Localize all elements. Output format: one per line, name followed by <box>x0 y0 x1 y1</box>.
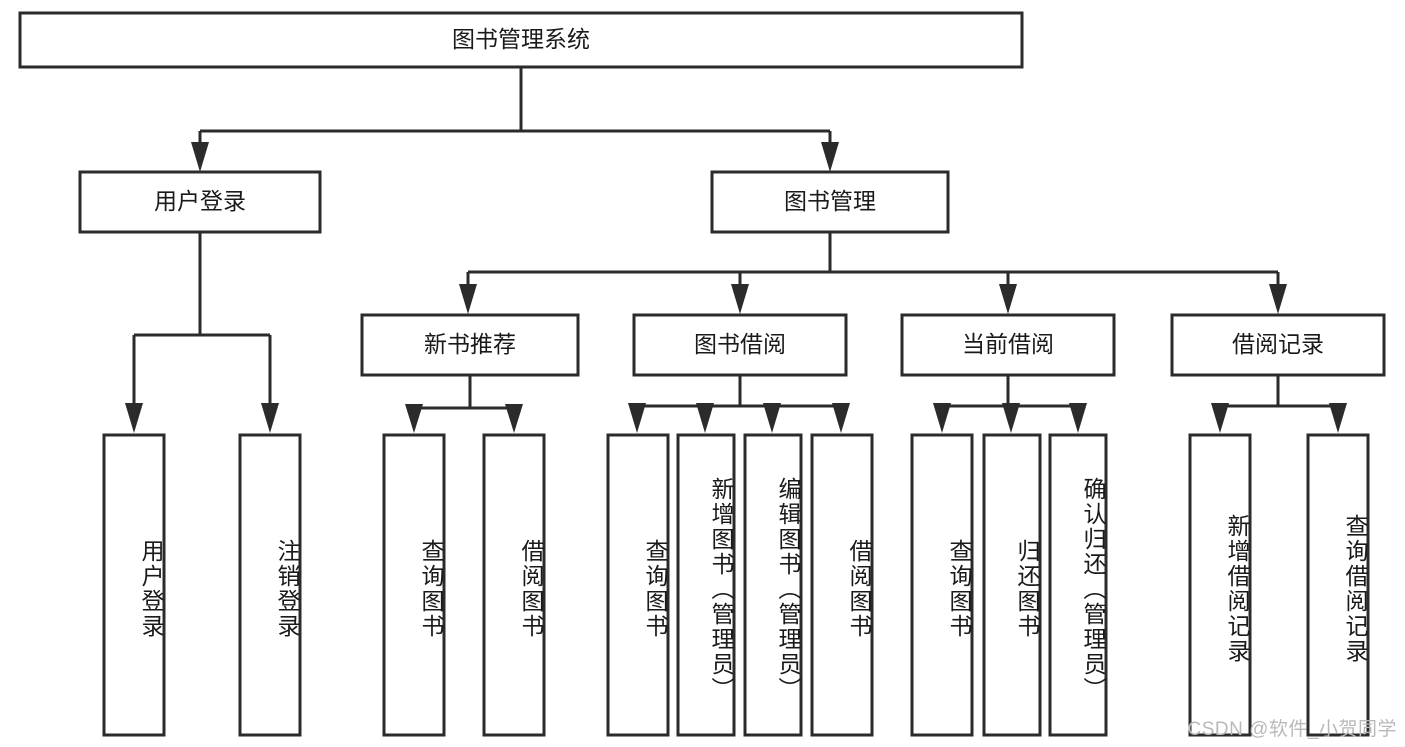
node-label-l2-1: 图书管理 <box>784 188 876 214</box>
node-box-leaf-5[interactable] <box>676 433 736 737</box>
arrow-head-leaf-1 <box>261 403 279 433</box>
arrow-head-leaf-7 <box>832 403 850 433</box>
node-label-l3-2: 当前借阅 <box>962 331 1054 357</box>
csdn-watermark: CSDN @软件_小贺同学 <box>1187 719 1397 740</box>
arrow-head-leaf-10 <box>1069 403 1087 433</box>
arrow-head-l3-1 <box>731 284 749 314</box>
node-label-l3-3: 借阅记录 <box>1232 331 1324 357</box>
connector-group-current-borrow <box>933 375 1087 433</box>
connector-group-new-book <box>405 375 523 433</box>
node-box-leaf-1[interactable] <box>238 433 302 737</box>
node-box-leaf-10[interactable] <box>1048 433 1108 737</box>
node-box-l2-0[interactable] <box>78 170 322 234</box>
node-box-leaf-12[interactable] <box>1306 433 1370 737</box>
arrow-head-leaf-2 <box>405 404 423 433</box>
node-boxes-layer <box>18 11 1386 737</box>
connector-group-book-borrow <box>628 375 850 433</box>
arrow-head-leaf-4 <box>628 403 646 433</box>
node-box-l3-2[interactable] <box>900 313 1116 377</box>
arrow-head-leaf-0 <box>125 403 143 433</box>
node-box-l2-1[interactable] <box>710 170 950 234</box>
connector-group-book-manage <box>459 232 1287 314</box>
node-box-l3-3[interactable] <box>1170 313 1386 377</box>
node-box-leaf-6[interactable] <box>743 433 803 737</box>
node-box-leaf-11[interactable] <box>1188 433 1252 737</box>
arrow-head-l3-2 <box>999 284 1017 314</box>
arrow-head-leaf-11 <box>1211 403 1229 433</box>
node-label-l3-1: 图书借阅 <box>694 331 786 357</box>
connector-group-borrow-record <box>1211 375 1347 433</box>
arrow-head-l2-1 <box>821 142 839 172</box>
arrow-head-leaf-8 <box>933 403 951 433</box>
connector-group-user-login <box>125 232 279 433</box>
arrow-head-leaf-12 <box>1329 403 1347 433</box>
node-box-leaf-3[interactable] <box>482 433 546 737</box>
node-box-leaf-8[interactable] <box>910 433 974 737</box>
node-box-leaf-0[interactable] <box>102 433 166 737</box>
node-box-l3-0[interactable] <box>360 313 580 377</box>
arrow-head-l3-3 <box>1269 284 1287 314</box>
arrow-head-leaf-3 <box>505 404 523 433</box>
node-label-l3-0: 新书推荐 <box>424 331 516 357</box>
node-box-l3-1[interactable] <box>632 313 848 377</box>
arrow-head-leaf-9 <box>1002 403 1020 433</box>
arrow-head-leaf-6 <box>763 403 781 433</box>
node-box-leaf-7[interactable] <box>810 433 874 737</box>
connector-group-root <box>191 67 839 172</box>
arrow-head-l3-0 <box>459 284 477 314</box>
node-box-leaf-2[interactable] <box>382 433 446 737</box>
node-label-root: 图书管理系统 <box>452 26 590 52</box>
node-box-leaf-9[interactable] <box>982 433 1042 737</box>
node-label-l2-0: 用户登录 <box>154 188 246 214</box>
arrow-head-l2-0 <box>191 142 209 172</box>
node-box-root[interactable] <box>18 11 1024 69</box>
arrow-head-leaf-5 <box>696 403 714 433</box>
node-box-leaf-4[interactable] <box>606 433 670 737</box>
